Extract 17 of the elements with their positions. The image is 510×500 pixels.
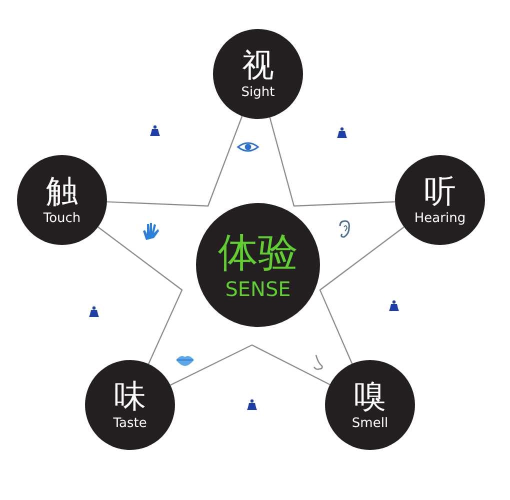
character-label: 触 xyxy=(46,174,78,209)
english-label: Touch xyxy=(43,212,81,226)
character-label: 嗅 xyxy=(354,378,386,414)
character-label: 体验 xyxy=(218,230,298,274)
connector-line xyxy=(98,226,183,364)
connector-line xyxy=(106,116,243,207)
english-label: Smell xyxy=(352,416,388,432)
connector-line xyxy=(170,344,330,386)
english-label: Hearing xyxy=(414,212,466,226)
character-label: 听 xyxy=(424,174,456,209)
character-label: 视 xyxy=(242,48,274,83)
connector-line xyxy=(319,226,404,364)
connector-line xyxy=(269,117,396,207)
english-label: SENSE xyxy=(225,278,291,300)
english-label: Sight xyxy=(241,86,275,100)
english-label: Taste xyxy=(113,416,147,432)
character-label: 味 xyxy=(114,378,146,414)
